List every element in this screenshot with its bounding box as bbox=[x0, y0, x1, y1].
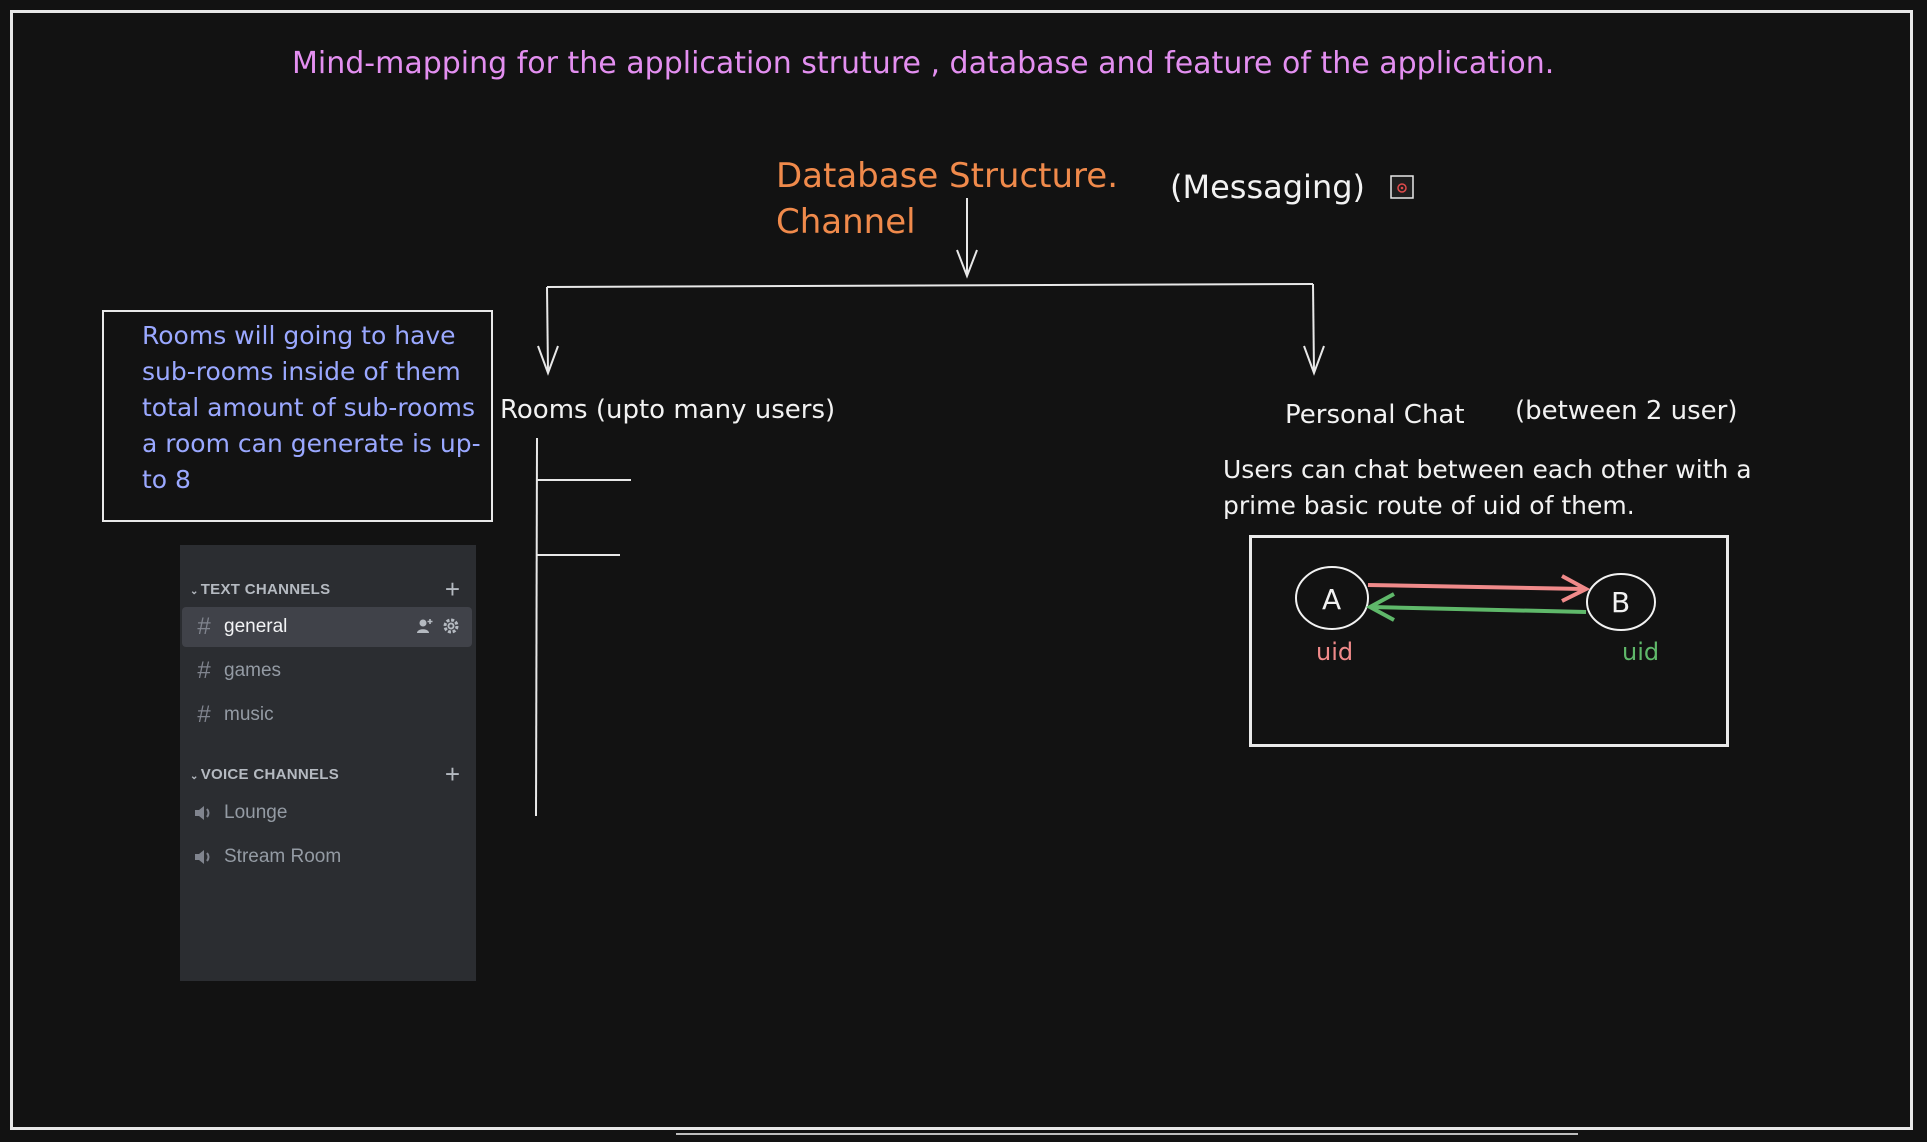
uid-a-label: uid bbox=[1316, 638, 1353, 666]
hash-icon: # bbox=[197, 613, 211, 640]
rooms-note-text: Rooms will going to have sub-rooms insid… bbox=[142, 321, 481, 494]
node-a-label: A bbox=[1322, 583, 1341, 616]
personal-chat-description: Users can chat between each other with a… bbox=[1223, 455, 1752, 520]
hash-icon: # bbox=[197, 701, 211, 728]
chevron-down-icon: ⌄ bbox=[190, 771, 199, 782]
invite-user-icon[interactable] bbox=[416, 617, 434, 635]
mail-icon bbox=[1390, 175, 1414, 199]
channel-item-stream-room[interactable]: Stream Room bbox=[182, 837, 472, 877]
uid-b-label: uid bbox=[1622, 638, 1659, 666]
page-title: Mind-mapping for the application strutur… bbox=[292, 46, 1555, 81]
channel-name: Lounge bbox=[224, 802, 288, 823]
rooms-note-box bbox=[102, 310, 493, 522]
rooms-label: Rooms (upto many users) bbox=[500, 395, 836, 425]
channel-item-general[interactable]: # general bbox=[182, 607, 472, 647]
arrow-a-to-b bbox=[1367, 583, 1585, 591]
chevron-down-icon: ⌄ bbox=[190, 586, 199, 597]
node-b-label: B bbox=[1611, 586, 1630, 619]
speaker-icon bbox=[195, 850, 210, 864]
chat-diagram-box bbox=[1249, 535, 1729, 747]
text-channels-category[interactable]: ⌄TEXT CHANNELS bbox=[190, 581, 331, 598]
gear-icon[interactable] bbox=[442, 617, 460, 635]
node-b bbox=[1586, 573, 1656, 631]
bottom-divider bbox=[676, 1133, 1578, 1135]
database-subheading: Channel bbox=[776, 202, 916, 242]
canvas-frame bbox=[10, 10, 1913, 1130]
messaging-label: (Messaging) bbox=[1170, 168, 1366, 206]
arrow-b-to-a bbox=[1371, 605, 1587, 614]
channel-item-lounge[interactable]: Lounge bbox=[182, 793, 472, 833]
channel-name: music bbox=[224, 704, 274, 725]
channel-name: general bbox=[224, 616, 288, 637]
personal-chat-label: Personal Chat bbox=[1285, 400, 1465, 430]
channel-item-games[interactable]: # games bbox=[182, 651, 472, 691]
node-a bbox=[1295, 566, 1369, 630]
voice-channels-category[interactable]: ⌄VOICE CHANNELS bbox=[190, 766, 340, 783]
speaker-icon bbox=[195, 806, 210, 820]
personal-chat-sublabel: (between 2 user) bbox=[1515, 396, 1738, 426]
channel-name: games bbox=[224, 660, 282, 681]
add-voice-channel-icon[interactable]: + bbox=[444, 759, 460, 789]
database-heading: Database Structure. bbox=[776, 156, 1119, 196]
channel-item-music[interactable]: # music bbox=[182, 695, 472, 735]
hash-icon: # bbox=[197, 657, 211, 684]
channel-name: Stream Room bbox=[224, 846, 342, 867]
channel-list-panel: ⌄TEXT CHANNELS + # general # games # mus… bbox=[180, 545, 476, 981]
add-text-channel-icon[interactable]: + bbox=[444, 574, 460, 604]
